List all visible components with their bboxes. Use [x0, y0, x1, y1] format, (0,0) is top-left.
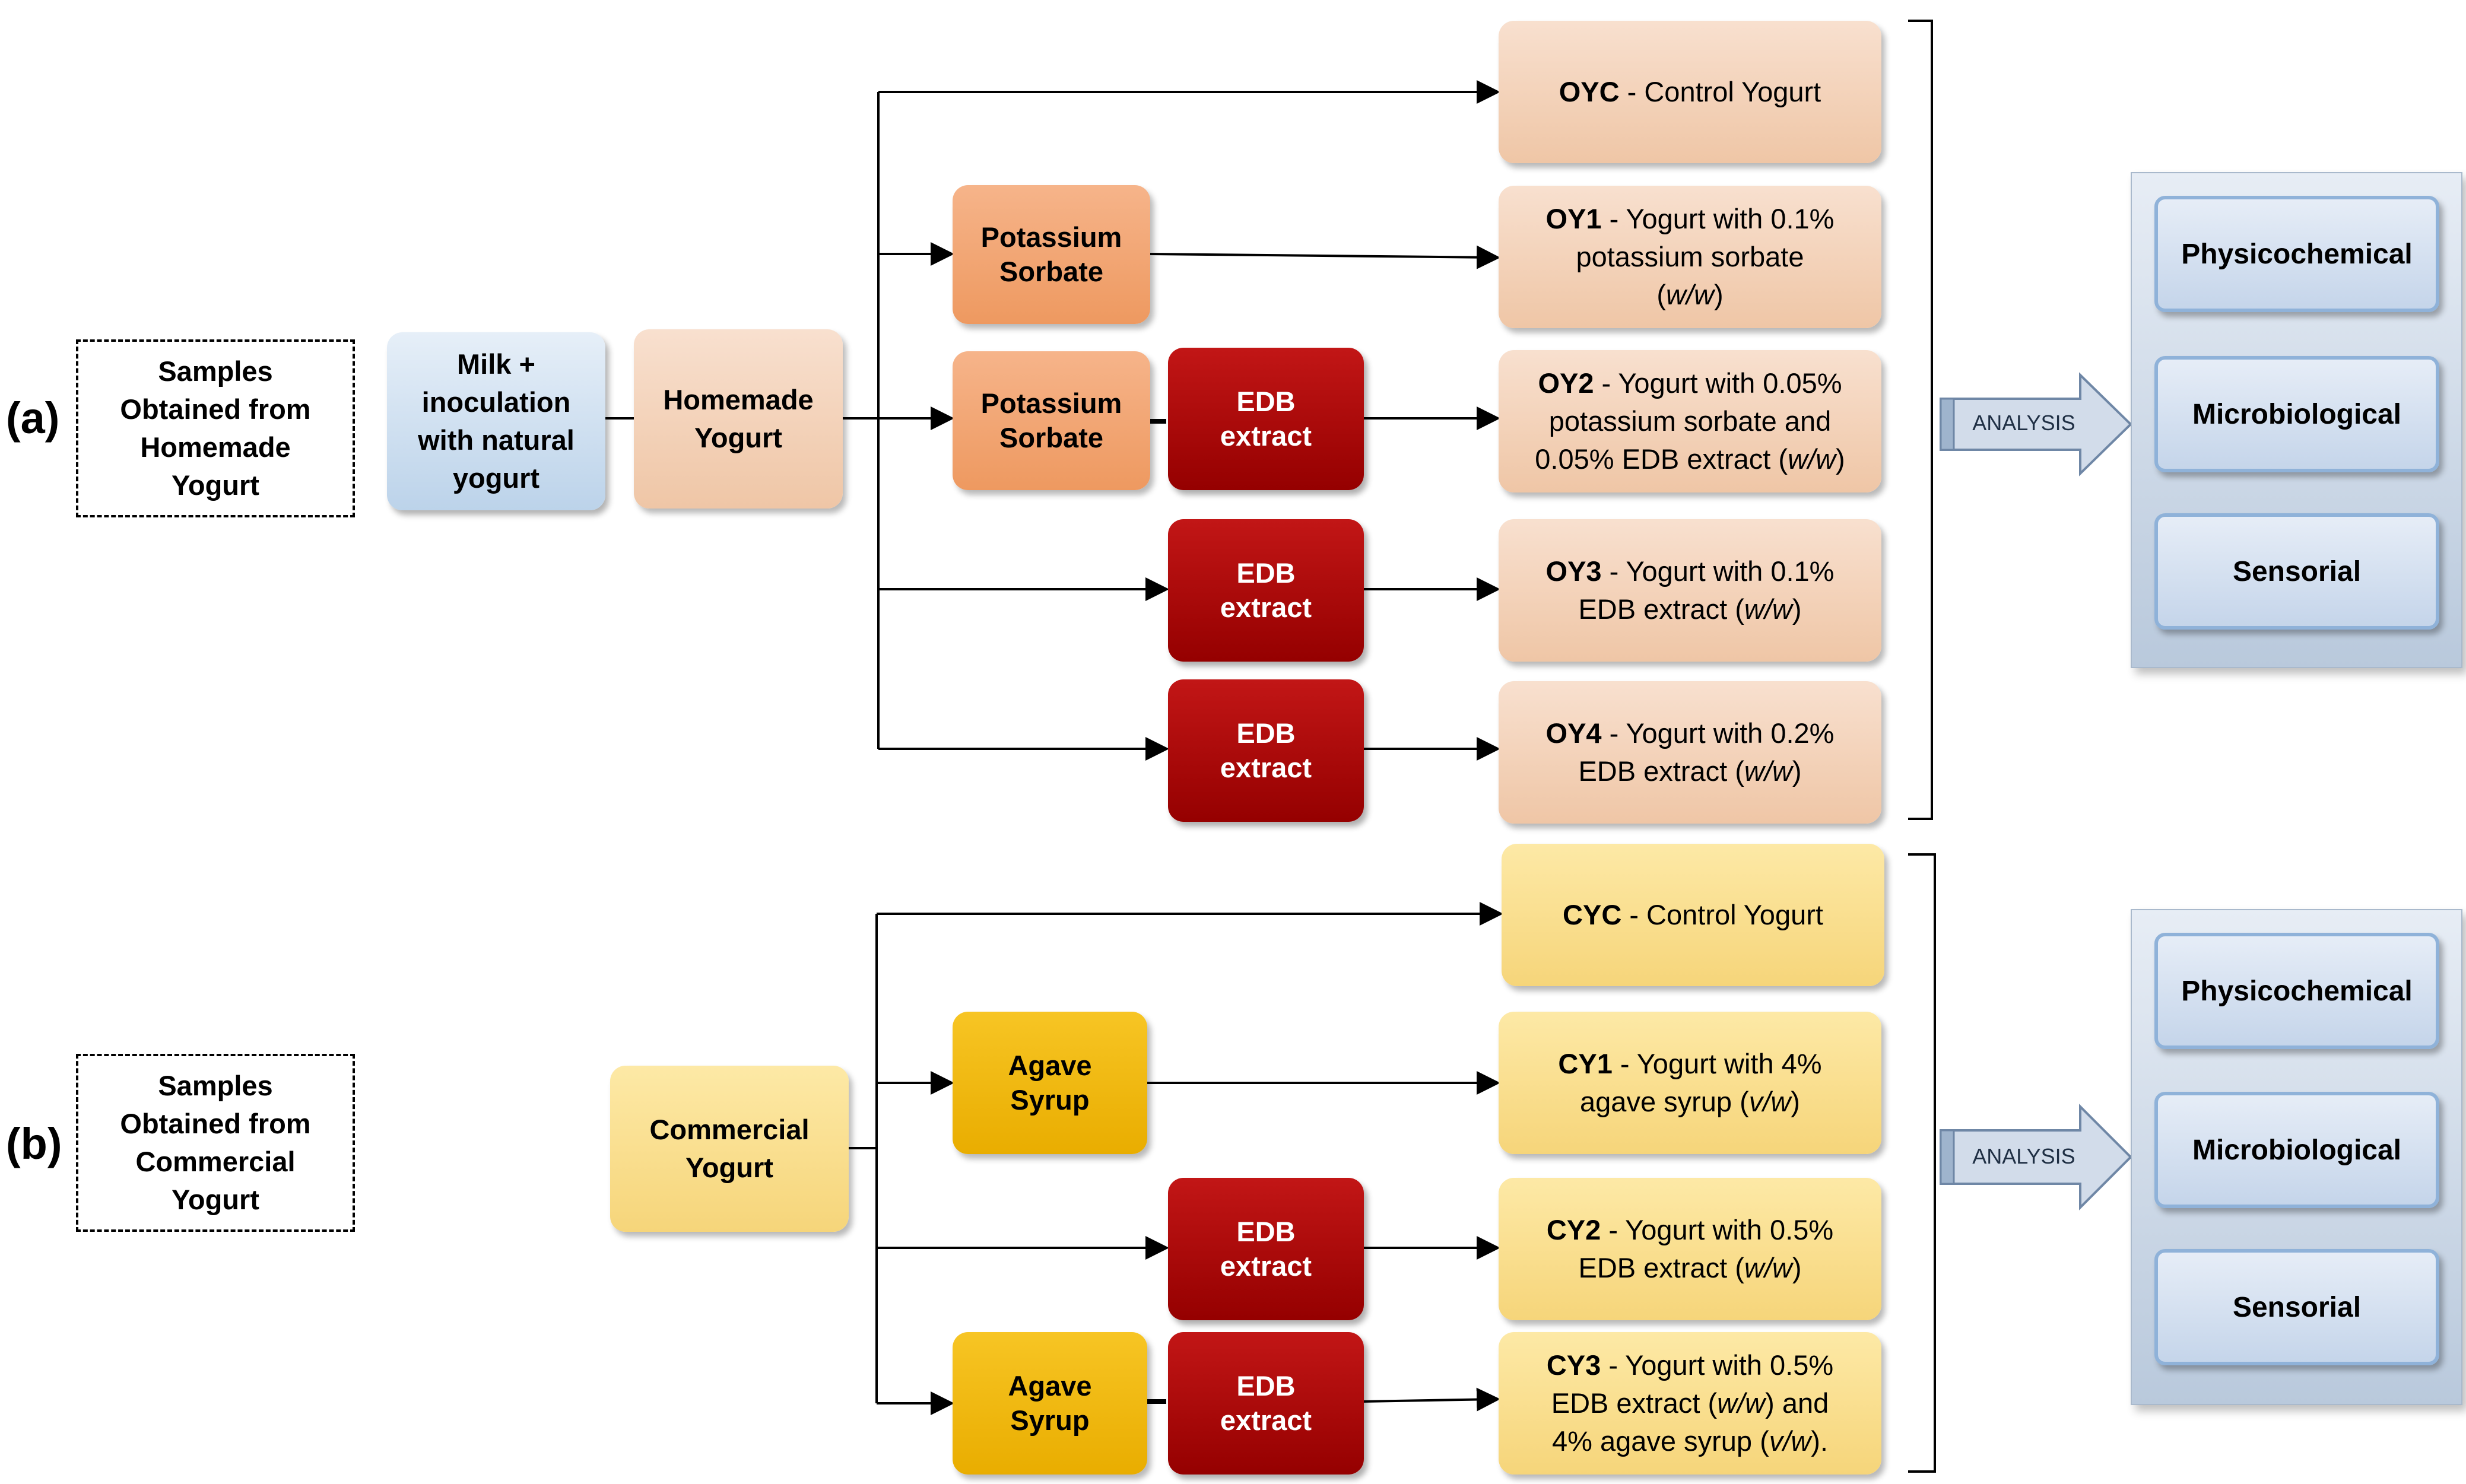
- edb-line: extract: [1220, 420, 1312, 452]
- potassium-line: Sorbate: [999, 422, 1103, 453]
- edb-line: EDB: [1236, 717, 1296, 749]
- edb-line: EDB: [1236, 1370, 1296, 1402]
- potassium-line: Potassium: [980, 387, 1122, 419]
- edb-extract-box-a1: EDB extract: [1168, 348, 1364, 490]
- agave-syrup-box-1: Agave Syrup: [953, 1012, 1147, 1154]
- commercial-yogurt-box: Commercial Yogurt: [610, 1066, 849, 1232]
- agave-line: Syrup: [1010, 1404, 1090, 1436]
- edb-line: EDB: [1236, 386, 1296, 417]
- homemade-line: Homemade: [663, 384, 814, 415]
- source-line: Yogurt: [172, 469, 259, 501]
- analysis-physicochemical-b: Physicochemical: [2154, 933, 2439, 1049]
- homemade-line: Yogurt: [694, 422, 782, 453]
- edb-extract-box-a2: EDB extract: [1168, 519, 1364, 662]
- source-box-homemade: Samples Obtained from Homemade Yogurt: [76, 339, 355, 517]
- source-line: Samples: [158, 1070, 273, 1101]
- analysis-arrow-b: [1940, 1104, 2132, 1210]
- edb-line: EDB: [1236, 1216, 1296, 1247]
- commercial-line: Commercial: [649, 1114, 810, 1145]
- arrow-to-oy1: [1148, 245, 1500, 269]
- source-line: Homemade: [140, 431, 291, 463]
- source-line: Commercial: [135, 1146, 296, 1177]
- sample-cy3: CY3 - Yogurt with 0.5% EDB extract (w/w)…: [1499, 1332, 1881, 1475]
- analysis-microbiological-b: Microbiological: [2154, 1092, 2439, 1208]
- milk-line: Milk +: [457, 348, 535, 380]
- commercial-line: Yogurt: [685, 1152, 773, 1183]
- analysis-physicochemical-a: Physicochemical: [2154, 196, 2439, 312]
- sample-oy3: OY3 - Yogurt with 0.1% EDB extract (w/w): [1499, 519, 1881, 662]
- sample-oy1: OY1 - Yogurt with 0.1% potassium sorbate…: [1499, 186, 1881, 328]
- panel-label-b: (b): [6, 1119, 62, 1168]
- edb-extract-box-b2: EDB extract: [1168, 1332, 1364, 1475]
- edb-line: EDB: [1236, 557, 1296, 589]
- bracket-a: [1908, 20, 1933, 820]
- agave-line: Agave: [1008, 1050, 1092, 1081]
- analysis-sensorial-b: Sensorial: [2154, 1249, 2439, 1365]
- sample-cyc: CYC - Control Yogurt: [1502, 844, 1884, 986]
- edb-line: extract: [1220, 1404, 1312, 1436]
- source-box-commercial: Samples Obtained from Commercial Yogurt: [76, 1054, 355, 1232]
- sample-oy2: OY2 - Yogurt with 0.05% potassium sorbat…: [1499, 350, 1881, 492]
- sample-oyc: OYC - Control Yogurt: [1499, 21, 1881, 163]
- source-line: Samples: [158, 355, 273, 387]
- milk-line: with natural: [418, 424, 575, 456]
- source-line: Yogurt: [172, 1184, 259, 1215]
- edb-line: extract: [1220, 1250, 1312, 1282]
- analysis-microbiological-a: Microbiological: [2154, 356, 2439, 472]
- potassium-line: Potassium: [980, 221, 1122, 253]
- homemade-yogurt-box: Homemade Yogurt: [634, 329, 843, 509]
- arrow-to-cy3: [1361, 1387, 1500, 1412]
- edb-line: extract: [1220, 592, 1312, 623]
- edb-extract-box-b1: EDB extract: [1168, 1178, 1364, 1320]
- analysis-sensorial-a: Sensorial: [2154, 513, 2439, 630]
- agave-line: Syrup: [1010, 1084, 1090, 1116]
- panel-label-a: (a): [6, 393, 60, 443]
- sample-cy2: CY2 - Yogurt with 0.5% EDB extract (w/w): [1499, 1178, 1881, 1320]
- analysis-arrow-a: [1940, 372, 2132, 476]
- agave-syrup-box-2: Agave Syrup: [953, 1332, 1147, 1475]
- source-line: Obtained from: [120, 1108, 311, 1139]
- milk-line: inoculation: [421, 386, 571, 418]
- sample-oy4: OY4 - Yogurt with 0.2% EDB extract (w/w): [1499, 681, 1881, 824]
- analysis-label-b: ANALYSIS: [1972, 1144, 2075, 1168]
- potassium-line: Sorbate: [999, 256, 1103, 287]
- edb-extract-box-a3: EDB extract: [1168, 679, 1364, 822]
- potassium-sorbate-box-2: Potassium Sorbate: [953, 351, 1150, 490]
- analysis-label-a: ANALYSIS: [1972, 411, 2075, 435]
- sample-cy1: CY1 - Yogurt with 4% agave syrup (v/w): [1499, 1012, 1881, 1154]
- potassium-sorbate-box-1: Potassium Sorbate: [953, 185, 1150, 324]
- milk-inoculation-box: Milk + inoculation with natural yogurt: [387, 332, 605, 510]
- edb-line: extract: [1220, 752, 1312, 783]
- bracket-b: [1908, 853, 1936, 1473]
- milk-line: yogurt: [452, 462, 540, 494]
- source-line: Obtained from: [120, 393, 311, 425]
- agave-line: Agave: [1008, 1370, 1092, 1402]
